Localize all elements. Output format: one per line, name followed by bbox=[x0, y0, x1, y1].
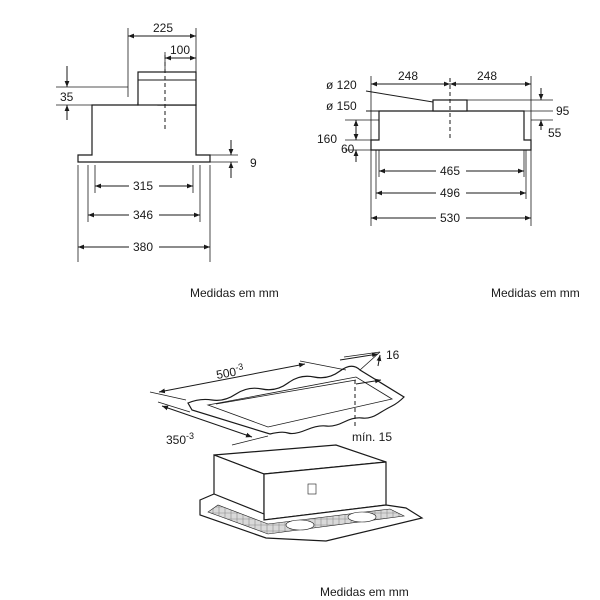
dim-500: 500-3 bbox=[215, 361, 245, 382]
dim-16: 16 bbox=[386, 348, 400, 362]
caption-iso-view: Medidas em mm bbox=[320, 585, 409, 599]
iso-light-right bbox=[347, 511, 377, 523]
dim-350: 350-3 bbox=[166, 431, 194, 447]
dim-248-right: 248 bbox=[477, 69, 497, 83]
iso-duct-stub bbox=[307, 483, 317, 495]
dia-120: ø 120 bbox=[326, 78, 357, 92]
dim-500-tolerance: -3 bbox=[234, 361, 244, 372]
dim-55: 55 bbox=[548, 126, 562, 140]
dim-465: 465 bbox=[440, 164, 460, 178]
dim-100: 100 bbox=[170, 43, 190, 57]
dim-350-tolerance: -3 bbox=[186, 431, 194, 441]
caption-front-view: Medidas em mm bbox=[491, 286, 580, 300]
front-view: 248 248 ø 120 ø 150 95 55 160 60 465 bbox=[317, 69, 570, 226]
dim-225: 225 bbox=[153, 21, 173, 35]
dim-248-left: 248 bbox=[398, 69, 418, 83]
dim-530: 530 bbox=[440, 211, 460, 225]
caption-side-view: Medidas em mm bbox=[190, 286, 279, 300]
dim-95: 95 bbox=[556, 104, 570, 118]
iso-filter-mesh bbox=[207, 504, 406, 535]
front-view-body bbox=[370, 110, 532, 151]
side-view-body bbox=[77, 102, 211, 163]
dim-160: 160 bbox=[317, 132, 337, 146]
dim-9: 9 bbox=[250, 156, 257, 170]
iso-view: 500-3 350-3 16 mín. 15 bbox=[149, 348, 424, 542]
dim-496: 496 bbox=[440, 186, 460, 200]
dim-315: 315 bbox=[133, 179, 153, 193]
dia-150: ø 150 bbox=[326, 99, 357, 113]
dim-346: 346 bbox=[133, 208, 153, 222]
dim-min15: mín. 15 bbox=[352, 430, 392, 444]
dim-60: 60 bbox=[341, 142, 355, 156]
dim-35: 35 bbox=[60, 90, 74, 104]
iso-light-left bbox=[285, 519, 315, 531]
side-view-duct bbox=[137, 71, 197, 106]
side-view: 225 100 35 9 315 346 380 bbox=[56, 21, 257, 262]
dim-380: 380 bbox=[133, 240, 153, 254]
